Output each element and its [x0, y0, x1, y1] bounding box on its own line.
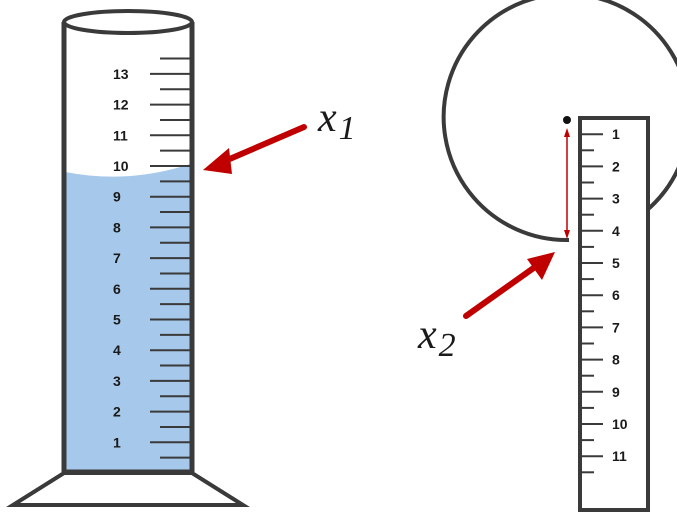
ruler-scale-label: 8 — [612, 352, 620, 368]
ruler-scale-label: 9 — [612, 384, 620, 400]
ruler-scale-label: 3 — [612, 191, 620, 207]
ruler-scale-label: 11 — [612, 448, 627, 464]
cylinder-scale-label: 5 — [113, 312, 121, 328]
ruler: 1 2 3 4 5 6 7 8 9 10 11 — [578, 116, 650, 512]
cylinder-scale-label: 9 — [113, 189, 121, 205]
cylinder-scale-label: 7 — [113, 250, 121, 266]
cylinder-base — [6, 471, 250, 507]
cylinder-scale-label: 1 — [113, 434, 121, 450]
ruler-scale-labels: 1 2 3 4 5 6 7 8 9 10 11 — [612, 126, 628, 464]
arrow-x2 — [463, 252, 555, 319]
arrow-x1 — [203, 124, 307, 174]
ruler-scale-label: 4 — [612, 223, 620, 239]
ruler-scale-label: 5 — [612, 255, 620, 271]
center-dot — [563, 116, 571, 124]
circle-outline — [441, 0, 677, 243]
cylinder-rim — [62, 9, 194, 35]
cylinder-scale-label: 4 — [113, 342, 121, 358]
liquid-fill — [66, 164, 190, 470]
cylinder-scale-label: 11 — [113, 127, 128, 143]
ruler-scale-label: 2 — [612, 158, 620, 174]
cylinder-scale-label: 13 — [113, 66, 129, 82]
ruler-scale-label: 1 — [612, 126, 620, 142]
ruler-scale-label: 10 — [612, 416, 628, 432]
label-x2: x2 — [417, 312, 456, 364]
cylinder-scale-label: 10 — [113, 158, 129, 174]
cylinder-scale-label: 3 — [113, 373, 121, 389]
cylinder-scale-label: 6 — [113, 281, 121, 297]
ruler-scale-label: 6 — [612, 287, 620, 303]
cylinder-scale-label: 8 — [113, 219, 121, 235]
cylinder-scale-label: 2 — [113, 404, 121, 420]
label-x1: x1 — [317, 95, 356, 147]
circle-object — [441, 0, 677, 243]
cylinder-scale-label: 12 — [113, 97, 129, 113]
cylinder-scale-ticks — [150, 57, 190, 459]
radius-marker — [564, 128, 570, 239]
ruler-scale-ticks — [582, 117, 603, 474]
ruler-scale-label: 7 — [612, 319, 620, 335]
